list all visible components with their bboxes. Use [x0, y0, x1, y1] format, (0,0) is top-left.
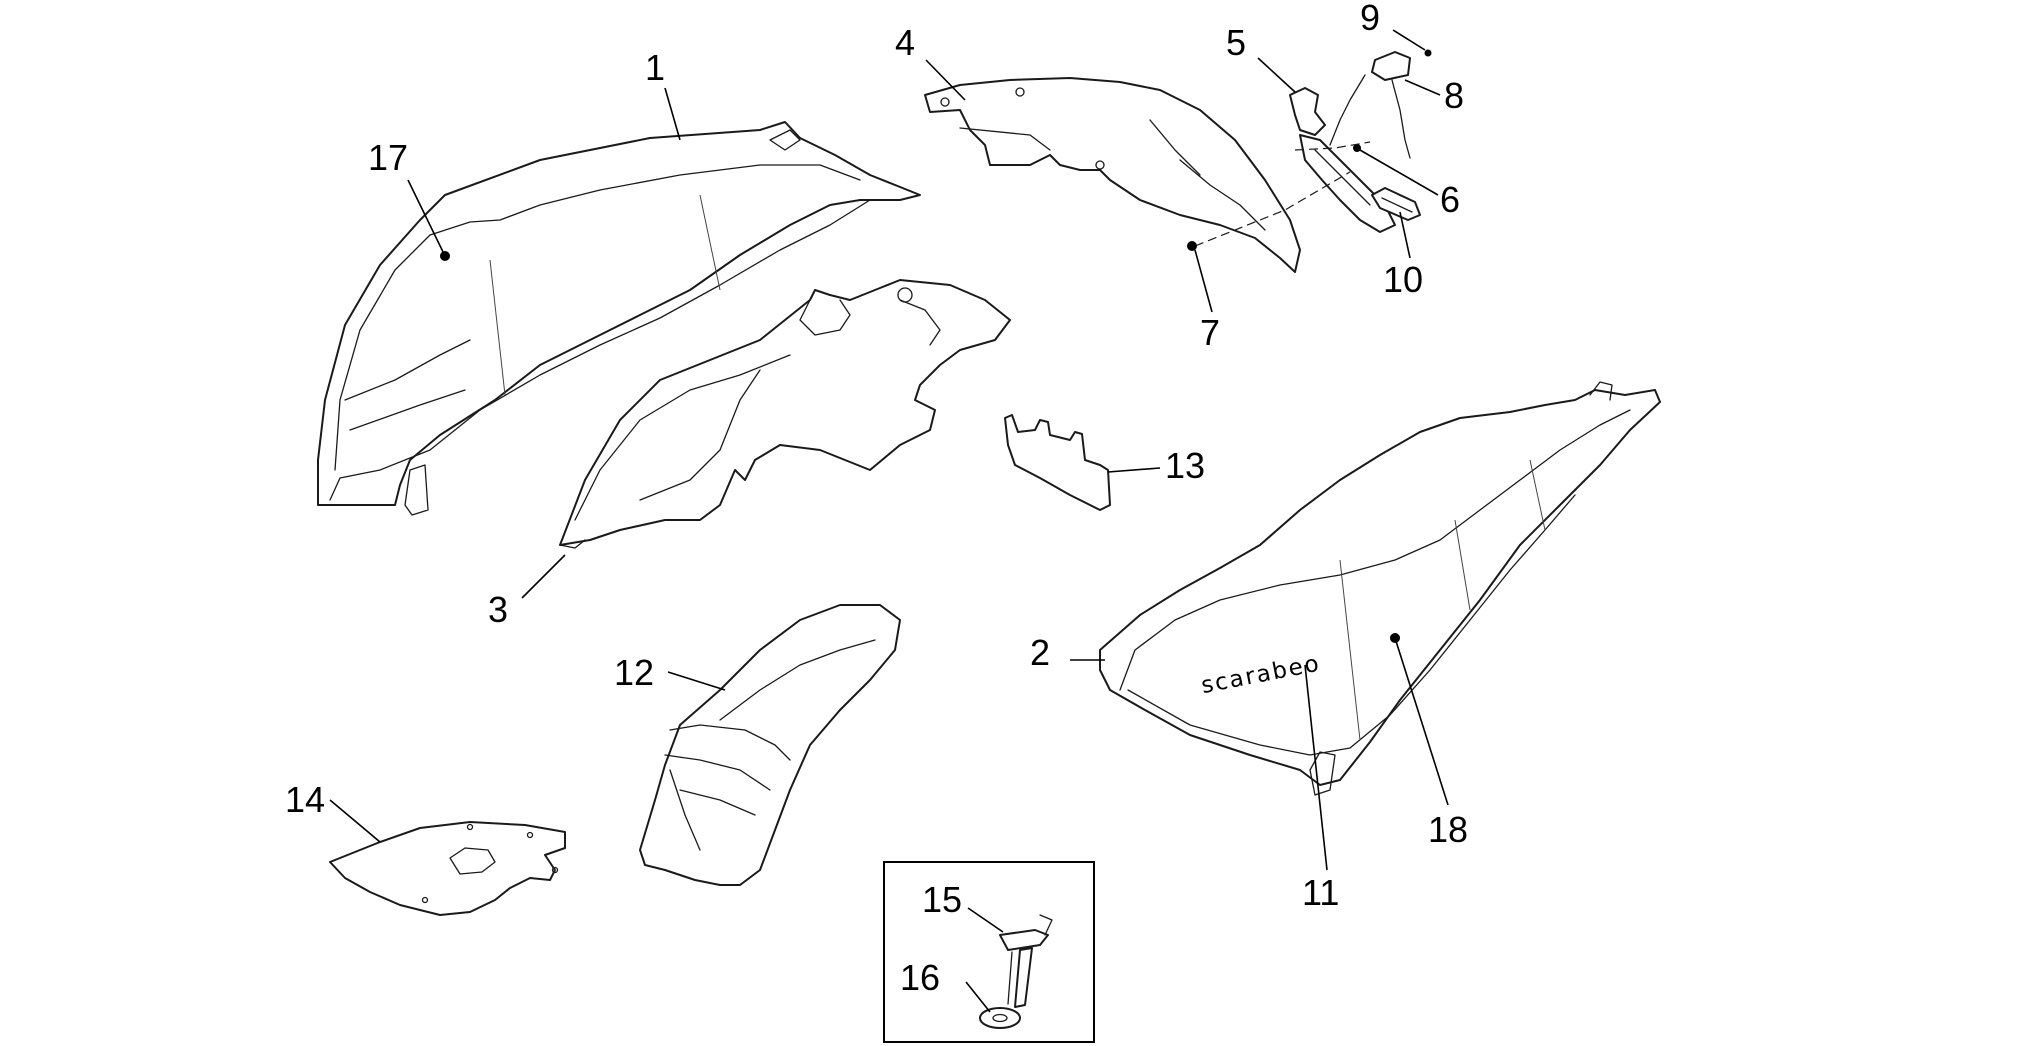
part-6-rod	[1329, 74, 1366, 152]
assembly-axis-lower	[1294, 141, 1371, 151]
leader-5	[1257, 57, 1296, 93]
leader-7	[1194, 249, 1213, 313]
callout-9: 9	[1360, 0, 1380, 38]
leader-14	[329, 799, 381, 843]
part-12-rear-mudguard	[639, 604, 901, 886]
callout-labels: 1 2 3 4 5 6 7 8 9 10 11 12 13 14 15 16 1…	[285, 0, 1468, 998]
part-16-washer	[979, 1007, 1021, 1029]
callout-13: 13	[1165, 445, 1205, 486]
callout-17: 17	[368, 137, 408, 178]
part-14-flat-plate	[329, 821, 566, 916]
callout-1: 1	[645, 47, 665, 88]
leader-lines	[329, 29, 1449, 1013]
leader-18	[1394, 637, 1449, 806]
leader-15	[967, 907, 1004, 933]
part-9-screw	[1424, 49, 1432, 57]
part-5-latch	[1289, 87, 1396, 233]
part-7-screw	[1188, 242, 1196, 250]
callout-12: 12	[614, 652, 654, 693]
leader-3	[521, 554, 566, 599]
callout-11: 11	[1302, 872, 1339, 913]
part-1-left-side-panel	[317, 121, 921, 516]
callout-14: 14	[285, 779, 325, 820]
callout-8: 8	[1444, 75, 1464, 116]
callout-5: 5	[1226, 22, 1246, 63]
callout-18: 18	[1428, 809, 1468, 850]
part-4-rear-bracket	[924, 77, 1301, 273]
leader-4	[925, 59, 966, 101]
part-2-right-side-panel: scarabeo	[1099, 381, 1661, 796]
leader-17	[407, 179, 446, 257]
leader-1	[664, 87, 681, 141]
callout-16: 16	[900, 957, 940, 998]
assembly-axis-upper	[1194, 171, 1351, 247]
callout-6: 6	[1440, 179, 1460, 220]
part-10-pin	[1371, 187, 1421, 221]
leader-13	[1107, 467, 1161, 473]
callout-4: 4	[895, 22, 915, 63]
leader-8	[1404, 79, 1441, 96]
callout-10: 10	[1383, 259, 1423, 300]
callout-2: 2	[1030, 632, 1050, 673]
callout-15: 15	[922, 879, 962, 920]
part-8-hinge	[1371, 51, 1411, 159]
leader-11	[1304, 664, 1328, 871]
leader-16	[965, 981, 991, 1013]
leader-6	[1359, 149, 1439, 196]
leader-12	[667, 671, 726, 691]
fastener-inset-box	[883, 861, 1095, 1043]
callout-3: 3	[488, 589, 508, 630]
callout-7: 7	[1200, 312, 1220, 353]
part-13-small-shield	[1004, 414, 1111, 511]
leader-10	[1399, 211, 1411, 259]
part-15-push-rivet	[999, 914, 1053, 1008]
leader-9	[1392, 29, 1426, 51]
part-3-underseat-tray	[559, 279, 1011, 549]
